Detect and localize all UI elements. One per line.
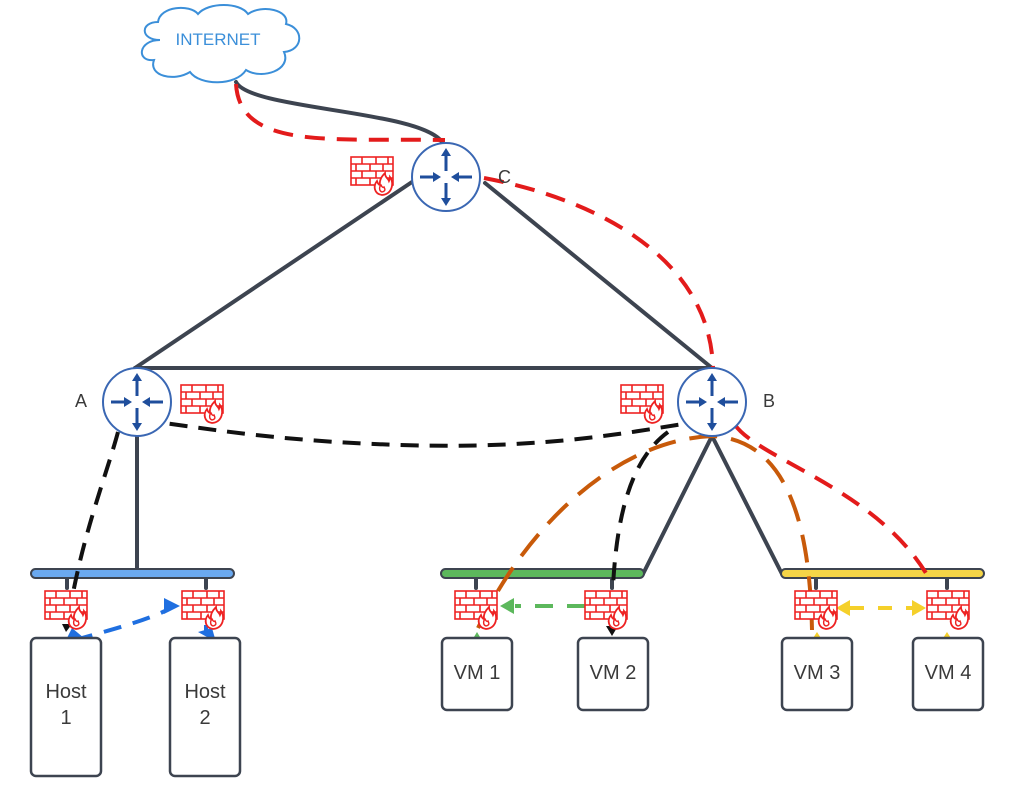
physical-links	[65, 80, 949, 590]
router-a[interactable]: A	[75, 366, 173, 438]
firewall-icon	[180, 384, 224, 424]
vm-4[interactable]: VM 4	[911, 636, 985, 712]
link-c-a	[133, 180, 414, 370]
firewall-icon	[454, 590, 498, 630]
router-b-label: B	[763, 391, 775, 411]
router-c[interactable]: C	[410, 141, 511, 213]
firewall-icon	[926, 590, 970, 630]
router-a-label: A	[75, 391, 87, 411]
vm-4-label: VM 4	[925, 662, 972, 684]
path-internet-to-vm4	[234, 83, 446, 142]
host-1[interactable]: Host 1	[29, 636, 103, 778]
vm-1-label: VM 1	[454, 662, 501, 684]
link-c-b	[483, 181, 714, 370]
switch-vm12[interactable]	[440, 568, 645, 579]
vm-3[interactable]: VM 3	[780, 636, 854, 712]
firewall-icon	[584, 590, 628, 630]
router-b[interactable]: B	[676, 366, 775, 438]
vm-2-label: VM 2	[590, 662, 637, 684]
path-host1-host2	[74, 604, 176, 642]
host-1-label-line2: 1	[60, 707, 71, 729]
host-2[interactable]: Host 2	[168, 636, 242, 778]
host-2-label-line1: Host	[184, 681, 226, 703]
host-1-label-line1: Host	[45, 681, 87, 703]
link-internet-c	[234, 80, 444, 144]
switch-hosts[interactable]	[30, 568, 235, 579]
internet-label: INTERNET	[176, 30, 261, 49]
path-b-to-vm4-internet	[733, 423, 932, 581]
firewall-icon	[794, 590, 838, 630]
firewall-icon	[44, 590, 88, 630]
link-b-green-switch	[641, 434, 714, 576]
firewall-icon	[620, 384, 664, 424]
router-c-label: C	[498, 167, 511, 187]
vm-3-label: VM 3	[794, 662, 841, 684]
link-b-yellow-switch	[710, 434, 784, 576]
host-2-label-line2: 2	[199, 707, 210, 729]
firewall-icon	[181, 590, 225, 630]
firewall-icon	[350, 156, 394, 196]
vm-2[interactable]: VM 2	[576, 636, 650, 712]
path-c-to-b-internet	[483, 176, 715, 369]
switch-vm34[interactable]	[780, 568, 985, 579]
path-b-to-vm2	[610, 430, 670, 629]
internet-cloud[interactable]: INTERNET	[141, 4, 301, 84]
path-a-to-b-routed	[111, 416, 691, 448]
vm-1[interactable]: VM 1	[440, 636, 514, 712]
